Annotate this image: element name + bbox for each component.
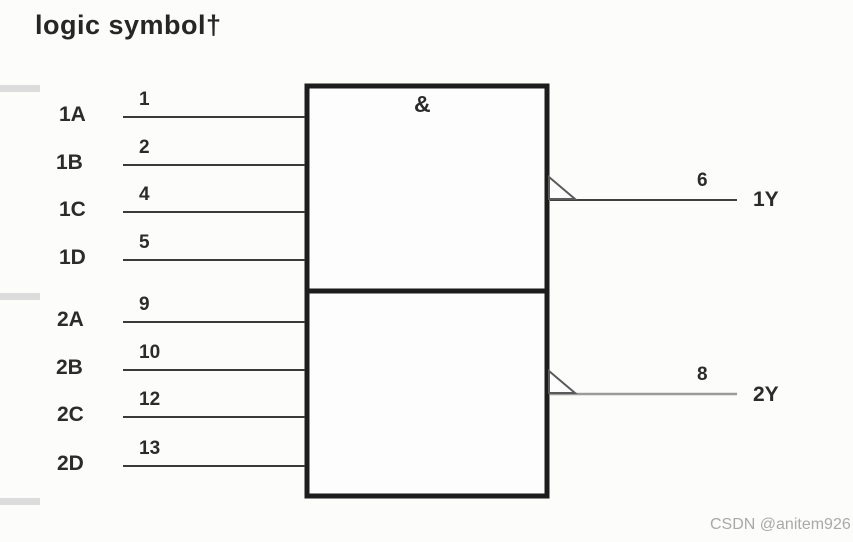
edge-dash [0, 498, 40, 505]
input-label-2A: 2A [57, 308, 84, 331]
edge-dash [0, 85, 40, 92]
input-label-2D: 2D [57, 452, 84, 475]
input-pin-5: 5 [139, 232, 150, 253]
output-label-2Y: 2Y [753, 383, 779, 406]
input-pin-12: 12 [139, 389, 161, 410]
input-pin-13: 13 [139, 438, 161, 459]
input-label-2C: 2C [57, 403, 84, 426]
figure-title: logic symbol† [35, 10, 222, 40]
negation-indicator-2Y [548, 368, 578, 394]
watermark: CSDN @anitem926 [710, 516, 851, 533]
input-pin-9: 9 [139, 294, 150, 315]
input-pin-1: 1 [139, 89, 150, 110]
input-label-1A: 1A [59, 103, 86, 126]
edge-dash [0, 293, 40, 300]
negation-indicator-1Y [548, 174, 578, 200]
input-pin-2: 2 [139, 137, 150, 158]
input-label-1B: 1B [56, 151, 83, 174]
output-label-1Y: 1Y [753, 188, 779, 211]
output-pin-8: 8 [697, 364, 708, 385]
input-label-2B: 2B [56, 356, 83, 379]
output-pin-6: 6 [697, 170, 708, 191]
input-pin-10: 10 [139, 342, 161, 363]
input-label-1C: 1C [59, 198, 86, 221]
input-pin-4: 4 [139, 184, 150, 205]
and-function-label: & [414, 91, 431, 117]
input-label-1D: 1D [59, 246, 86, 269]
